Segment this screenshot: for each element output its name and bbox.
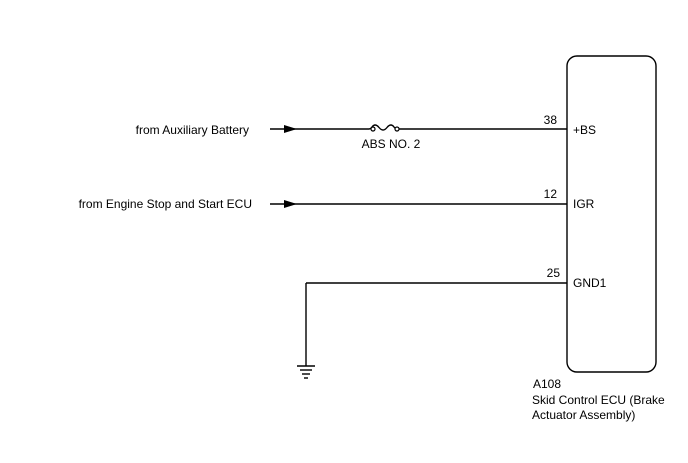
pin-number-12: 12 <box>544 187 558 201</box>
pin-number-38: 38 <box>544 113 558 127</box>
input-label-auxiliary-battery: from Auxiliary Battery <box>136 123 249 137</box>
ground-icon <box>297 365 315 379</box>
fuse-label: ABS NO. 2 <box>362 137 421 151</box>
ecu-code: A108 <box>533 377 561 391</box>
fuse-terminal-left <box>370 126 376 132</box>
ecu-name-line2: Actuator Assembly) <box>532 408 635 422</box>
pin-name-bs: +BS <box>573 123 596 137</box>
ecu-box <box>566 55 657 373</box>
pin-number-25: 25 <box>547 266 561 280</box>
pin-name-igr: IGR <box>573 197 595 211</box>
fuse-terminal-right <box>394 126 400 132</box>
pin-name-gnd1: GND1 <box>573 276 607 290</box>
input-label-engine-stop-start-ecu: from Engine Stop and Start ECU <box>79 197 252 211</box>
fuse-icon <box>368 124 398 131</box>
ecu-name-line1: Skid Control ECU (Brake <box>532 393 665 407</box>
